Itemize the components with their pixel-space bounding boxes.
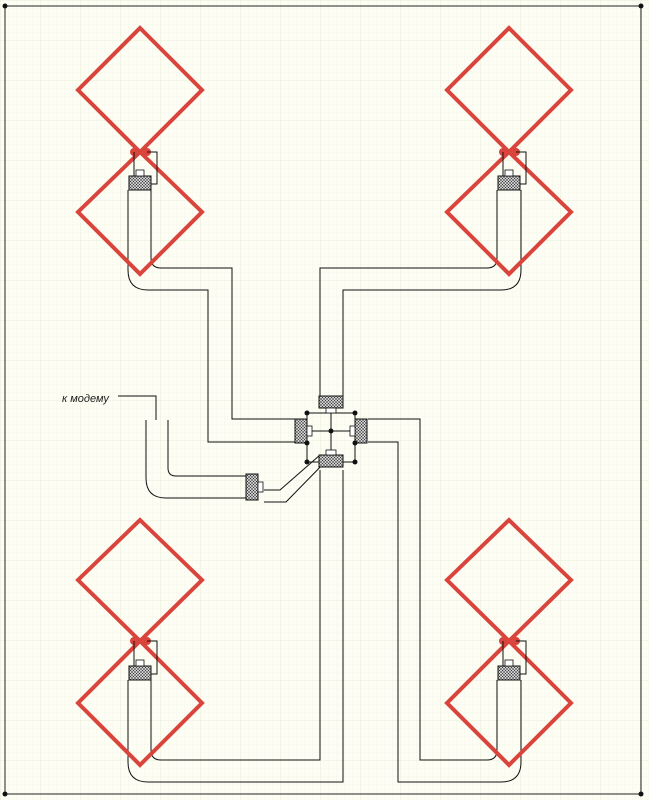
hub-connector-pin	[325, 449, 337, 456]
cable-modem-stub	[118, 395, 157, 420]
cable-bottom-left	[127, 470, 344, 783]
frame-corner-dot	[2, 3, 8, 9]
antenna-connector	[128, 175, 152, 191]
frame	[4, 5, 642, 795]
hub-junction-dot	[352, 459, 358, 465]
antenna-connector	[128, 665, 152, 681]
cable-modem-link	[264, 455, 332, 503]
cable-top-left	[150, 190, 297, 420]
cable-modem	[145, 420, 246, 499]
antenna-connector	[497, 665, 521, 681]
hub-connector-pin	[349, 425, 356, 437]
hub-connector-right	[354, 418, 368, 444]
hub-connector-top	[318, 395, 344, 409]
frame-corner-dot	[638, 3, 644, 9]
hub-junction-dot	[328, 428, 334, 434]
cable-modem-link	[264, 454, 321, 491]
hub-junction-dot	[352, 440, 358, 446]
hub-connector-pin	[325, 407, 337, 414]
cable-top-right	[342, 190, 522, 396]
cable-top-right	[319, 190, 498, 396]
hub-connector-bottom	[318, 454, 344, 468]
hub	[294, 395, 368, 468]
antenna-bottom-left	[75, 517, 205, 768]
antenna-top-left	[75, 25, 205, 277]
hub-connector-left	[294, 418, 308, 444]
antenna-bottom-right	[444, 517, 574, 768]
cable-top-left	[127, 190, 297, 443]
modem-label: к модему	[62, 393, 110, 405]
cables	[118, 190, 522, 783]
cable-bottom-left	[150, 470, 321, 761]
antenna-connector	[497, 175, 521, 191]
frame-corner-dot	[2, 791, 8, 797]
hub-junction-dot	[304, 440, 310, 446]
hub-junction-dot	[304, 410, 310, 416]
cable-bottom-right	[368, 441, 522, 783]
cable-modem	[167, 420, 246, 477]
modem-connector	[245, 473, 264, 501]
antenna-top-right	[444, 25, 574, 277]
hub-junction-dot	[352, 410, 358, 416]
hub-connector-pin	[306, 425, 313, 437]
hub-junction-dot	[304, 459, 310, 465]
frame-corner-dot	[638, 791, 644, 797]
